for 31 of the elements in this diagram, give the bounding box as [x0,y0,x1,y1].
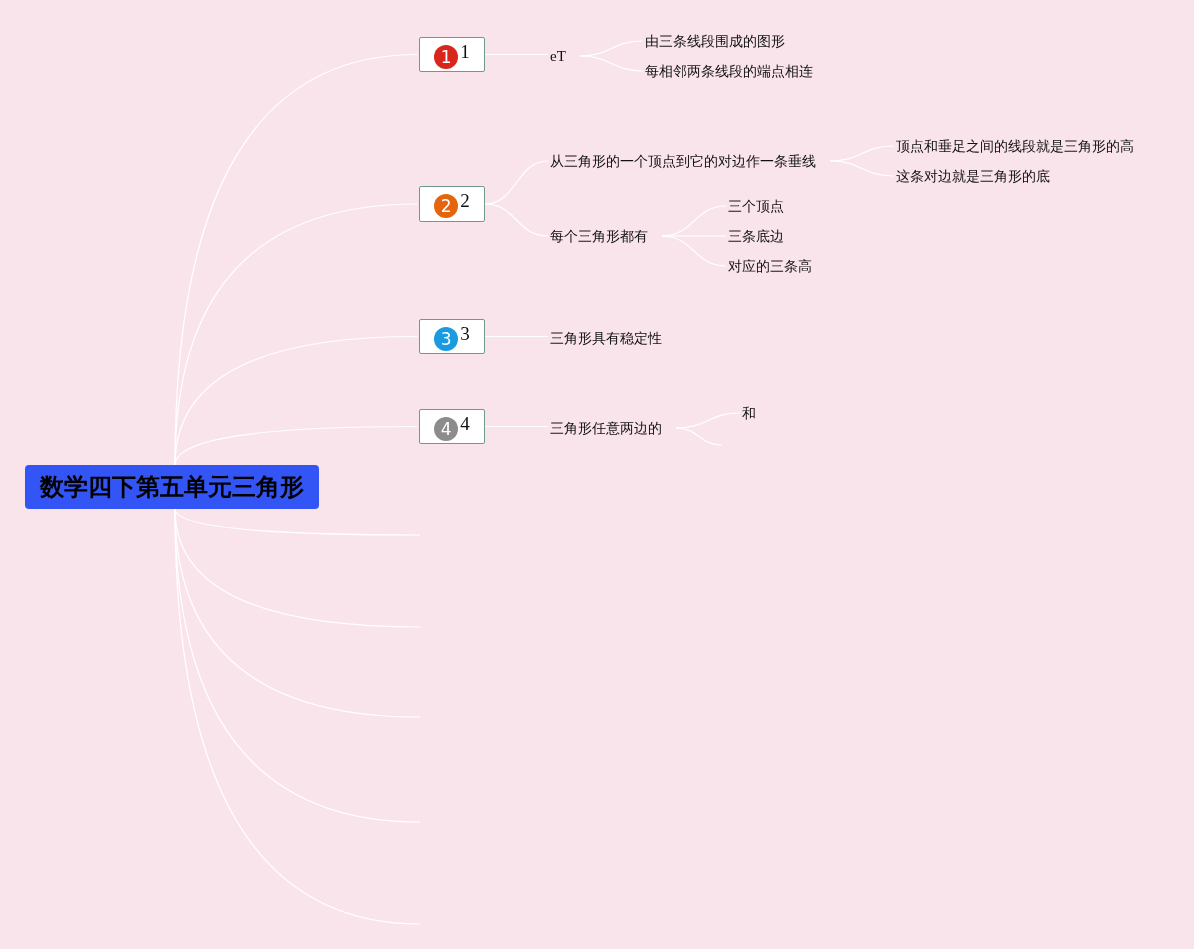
topic-number: 3 [460,323,470,345]
topic-text: 三角形具有稳定性 [550,330,662,346]
branch-line [829,160,895,177]
central-topic: 数学四下第五单元三角形 [25,465,319,509]
topic-box [419,37,485,72]
topic-number: 2 [460,190,470,212]
number-badge: 3 [434,326,459,351]
topic-text: 从三角形的一个顶点到它的对边作一条垂线 [550,153,816,169]
number-badge: 1 [434,44,459,69]
branch-line [484,203,549,237]
number-badge: 4 [434,416,459,441]
topic-text: 三个顶点 [728,198,784,214]
topic-text: eT [550,48,566,64]
topic-text: 三条底边 [728,228,784,244]
topic-text: 顶点和垂足之间的线段就是三角形的高 [896,138,1134,154]
topic-box [419,319,485,354]
topic-text: 每个三角形都有 [550,228,648,244]
topic-text: 这条对边就是三角形的底 [896,168,1050,184]
topic-text: 每相邻两条线段的端点相连 [645,63,813,79]
topic-number: 4 [460,413,470,435]
topic-text: 由三条线段围成的图形 [645,33,785,49]
topic-box [419,409,485,444]
branch-line [675,427,723,446]
topic-text: 三角形任意两边的 [550,420,662,436]
number-badge: 2 [434,194,459,218]
topic-text: 和 [742,405,756,421]
branch-line [579,55,644,72]
topic-number: 1 [460,41,470,63]
topic-text: 对应的三条高 [728,258,812,274]
topic-box [419,186,485,222]
branch-line [675,412,741,429]
